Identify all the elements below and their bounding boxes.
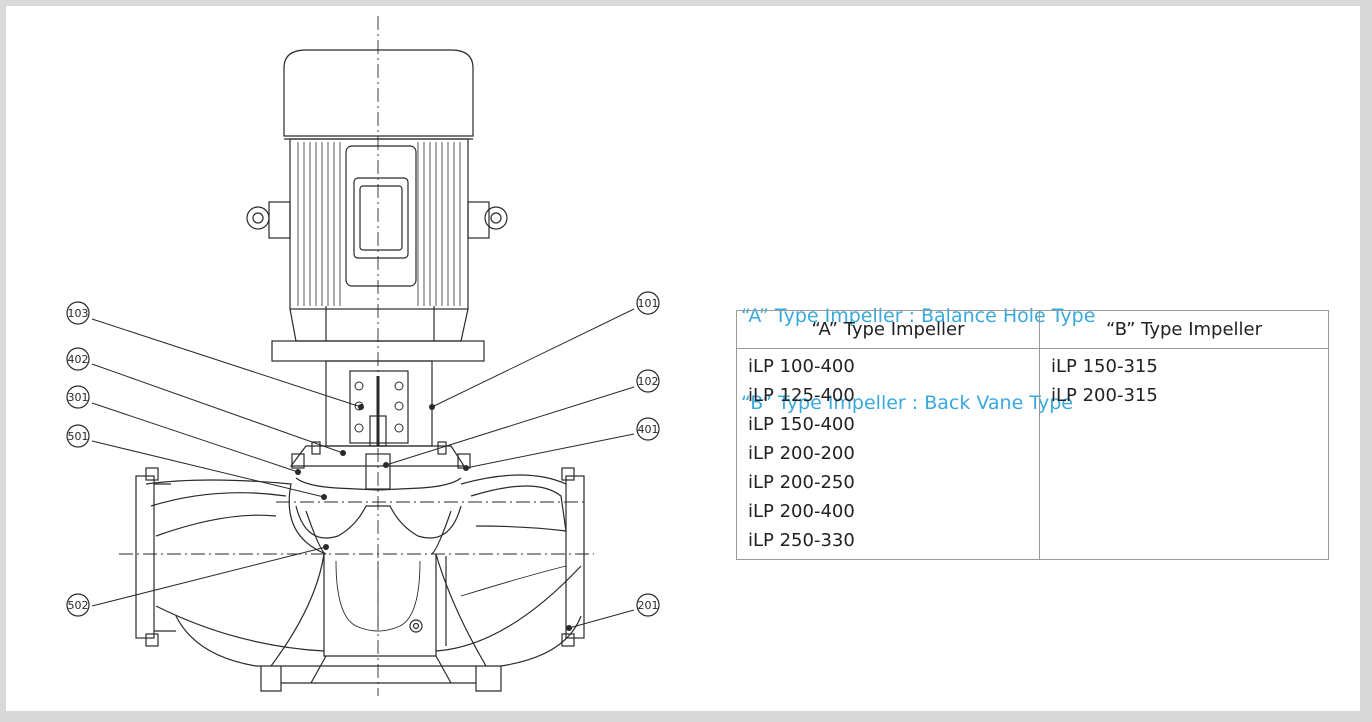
callout-102: 102 <box>636 369 660 393</box>
list-item: iLP 200-250 <box>748 472 855 493</box>
list-item: iLP 200-315 <box>1051 385 1158 406</box>
callout-401: 401 <box>636 417 660 441</box>
motor-body <box>246 138 508 310</box>
callout-101-label: 101 <box>638 297 659 310</box>
callout-502: 502 <box>66 593 90 617</box>
impeller-type-table: “A” Type Impeller “B” Type Impeller iLP … <box>736 310 1329 560</box>
column-a-models: iLP 100-400 iLP 125-400 iLP 150-400 iLP … <box>737 349 1040 560</box>
list-item: iLP 200-400 <box>748 501 855 522</box>
list-item: iLP 150-400 <box>748 414 855 435</box>
callout-103: 103 <box>66 301 90 325</box>
callout-501-label: 501 <box>68 430 89 443</box>
part-callouts: 103 402 301 501 502 101 <box>66 291 660 617</box>
leader-lines <box>91 308 635 629</box>
list-item: iLP 150-315 <box>1051 356 1158 377</box>
casing-cover <box>289 441 471 490</box>
callout-301: 301 <box>66 385 90 409</box>
callout-101: 101 <box>636 291 660 315</box>
center-lines <box>119 16 594 696</box>
callout-201-label: 201 <box>638 599 659 612</box>
motor-bracket-coupling <box>325 360 433 447</box>
figure-frame: 103 402 301 501 502 101 <box>6 6 1360 711</box>
list-item: iLP 100-400 <box>748 356 855 377</box>
list-item: iLP 250-330 <box>748 530 855 551</box>
callout-401-label: 401 <box>638 423 659 436</box>
callout-201: 201 <box>636 593 660 617</box>
suction-flange <box>135 467 176 647</box>
callout-301-label: 301 <box>68 391 89 404</box>
callout-102-label: 102 <box>638 375 659 388</box>
impeller <box>295 477 462 555</box>
list-item: iLP 200-200 <box>748 443 855 464</box>
callout-103-label: 103 <box>68 307 89 320</box>
list-item: iLP 125-400 <box>748 385 855 406</box>
leader-dots <box>295 404 572 631</box>
table-row: iLP 100-400 iLP 125-400 iLP 150-400 iLP … <box>737 348 1329 560</box>
column-b-models: iLP 150-315 iLP 200-315 <box>1039 348 1329 560</box>
discharge-flange <box>561 467 585 647</box>
motor-fan-cover <box>283 49 474 140</box>
volute-casing <box>145 474 582 667</box>
header-b-type: “B” Type Impeller <box>1039 310 1329 349</box>
base-feet <box>260 655 502 692</box>
table-header-row: “A” Type Impeller “B” Type Impeller <box>736 310 1329 349</box>
callout-402: 402 <box>66 347 90 371</box>
callout-502-label: 502 <box>68 599 89 612</box>
header-a-type: “A” Type Impeller <box>736 310 1040 349</box>
pump-sectional-drawing: 103 402 301 501 502 101 <box>66 16 660 696</box>
callout-501: 501 <box>66 424 90 448</box>
callout-402-label: 402 <box>68 353 89 366</box>
